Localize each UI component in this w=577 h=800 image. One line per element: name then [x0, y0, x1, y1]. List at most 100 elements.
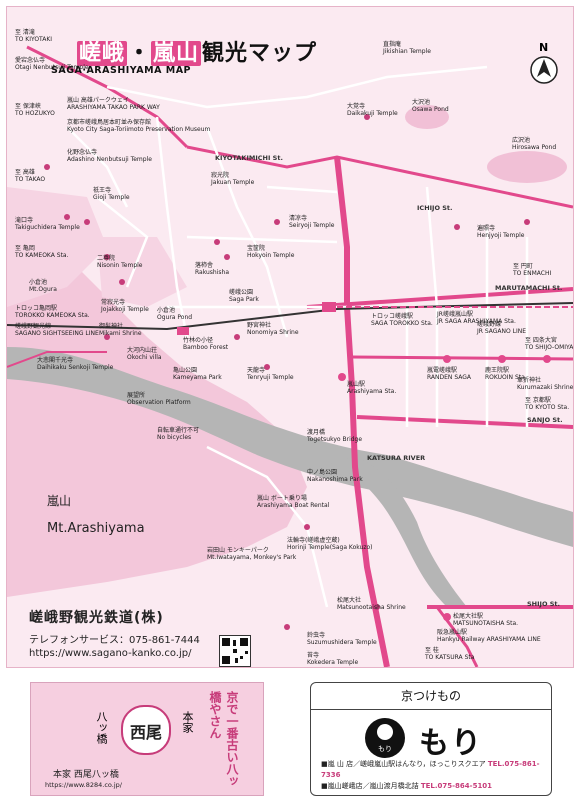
qr-code-icon [222, 638, 248, 664]
map-title: 嵯峨・嵐山観光マップ [77, 35, 357, 66]
randen-saga-station-marker [443, 355, 451, 363]
map-panel[interactable]: 嵯峨・嵐山観光マップ SAGA·ARASHIYAMA MAP N KIYOTAK… [6, 6, 574, 668]
nishio-side-b: 本家 [181, 711, 194, 733]
north-arrow: N [529, 41, 559, 87]
street-ichijo: ICHIJO St. [417, 204, 453, 212]
mountain-label: 嵐山 Mt.Arashiyama [47, 492, 145, 536]
hirosawa-pond [487, 151, 567, 183]
company-url[interactable]: https://www.sagano-kanko.co.jp/ [29, 648, 192, 659]
street-kiyotaki: KIYOTAKIMICHI St. [215, 154, 283, 162]
title-jp-prefix: 嵯峨 [77, 41, 128, 66]
main-road-west [7, 351, 107, 368]
arashiyama-station-marker [338, 373, 346, 381]
north-label: N [539, 41, 549, 54]
title-jp-main-a: 嵐山 [151, 41, 202, 66]
north-arrow-icon [530, 56, 558, 84]
title-jp-main-b: 観光マップ [202, 41, 318, 66]
mountain-label-en: Mt.Arashiyama [47, 521, 145, 536]
ad-mori-pickles[interactable]: 京つけもの もり もり ■嵐 山 店／嵯峨嵐山駅はんなり，ほっこりスクエア TE… [310, 682, 552, 796]
mori-shops: ■嵐 山 店／嵯峨嵐山駅はんなり，ほっこりスクエア TEL.075-861-73… [321, 759, 551, 792]
qr-code[interactable] [219, 635, 251, 667]
kurumazaki-station-marker [543, 355, 551, 363]
mori-head: 京つけもの [311, 683, 551, 710]
mori-seal-icon [365, 718, 405, 758]
nishio-title: 西尾 [129, 723, 162, 742]
ad-nishio-yatsuhashi[interactable]: 西尾 八ッ橋 本家 京で一番古い八ッ橋やさん 本家 西尾八ッ橋 https://… [30, 682, 264, 796]
main-road-marutamachi [306, 287, 573, 309]
mori-seal-text: もり [378, 745, 392, 753]
title-jp-sep: ・ [128, 41, 152, 66]
map-graphic [7, 45, 573, 667]
mori-shop-2: ■嵐山嵯峨店／嵐山渡月橋北詰 TEL.075-864-5101 [321, 782, 493, 790]
main-road-sanjo [356, 415, 573, 429]
mori-brand: もり もり [363, 716, 499, 774]
nishio-url[interactable]: https://www.8284.co.jp/ [45, 781, 122, 789]
map-title-en: SAGA·ARASHIYAMA MAP [51, 65, 192, 76]
company-info: 嵯峨野観光鉄道(株) テレフォンサービス：075-861-7444 https:… [29, 607, 200, 659]
place-label[interactable]: 法輪寺(嵯峨虚空蔵)Horinji Temple(Saga Kokuzo) [287, 537, 373, 551]
main-road-kiyotaki [186, 145, 573, 209]
street-shijo: SHIJO St. [527, 600, 561, 608]
katsura-river [7, 347, 573, 547]
company-name: 嵯峨野観光鉄道(株) [29, 610, 164, 626]
randen-line [351, 355, 573, 361]
mountain-label-jp: 嵐山 [47, 494, 72, 508]
